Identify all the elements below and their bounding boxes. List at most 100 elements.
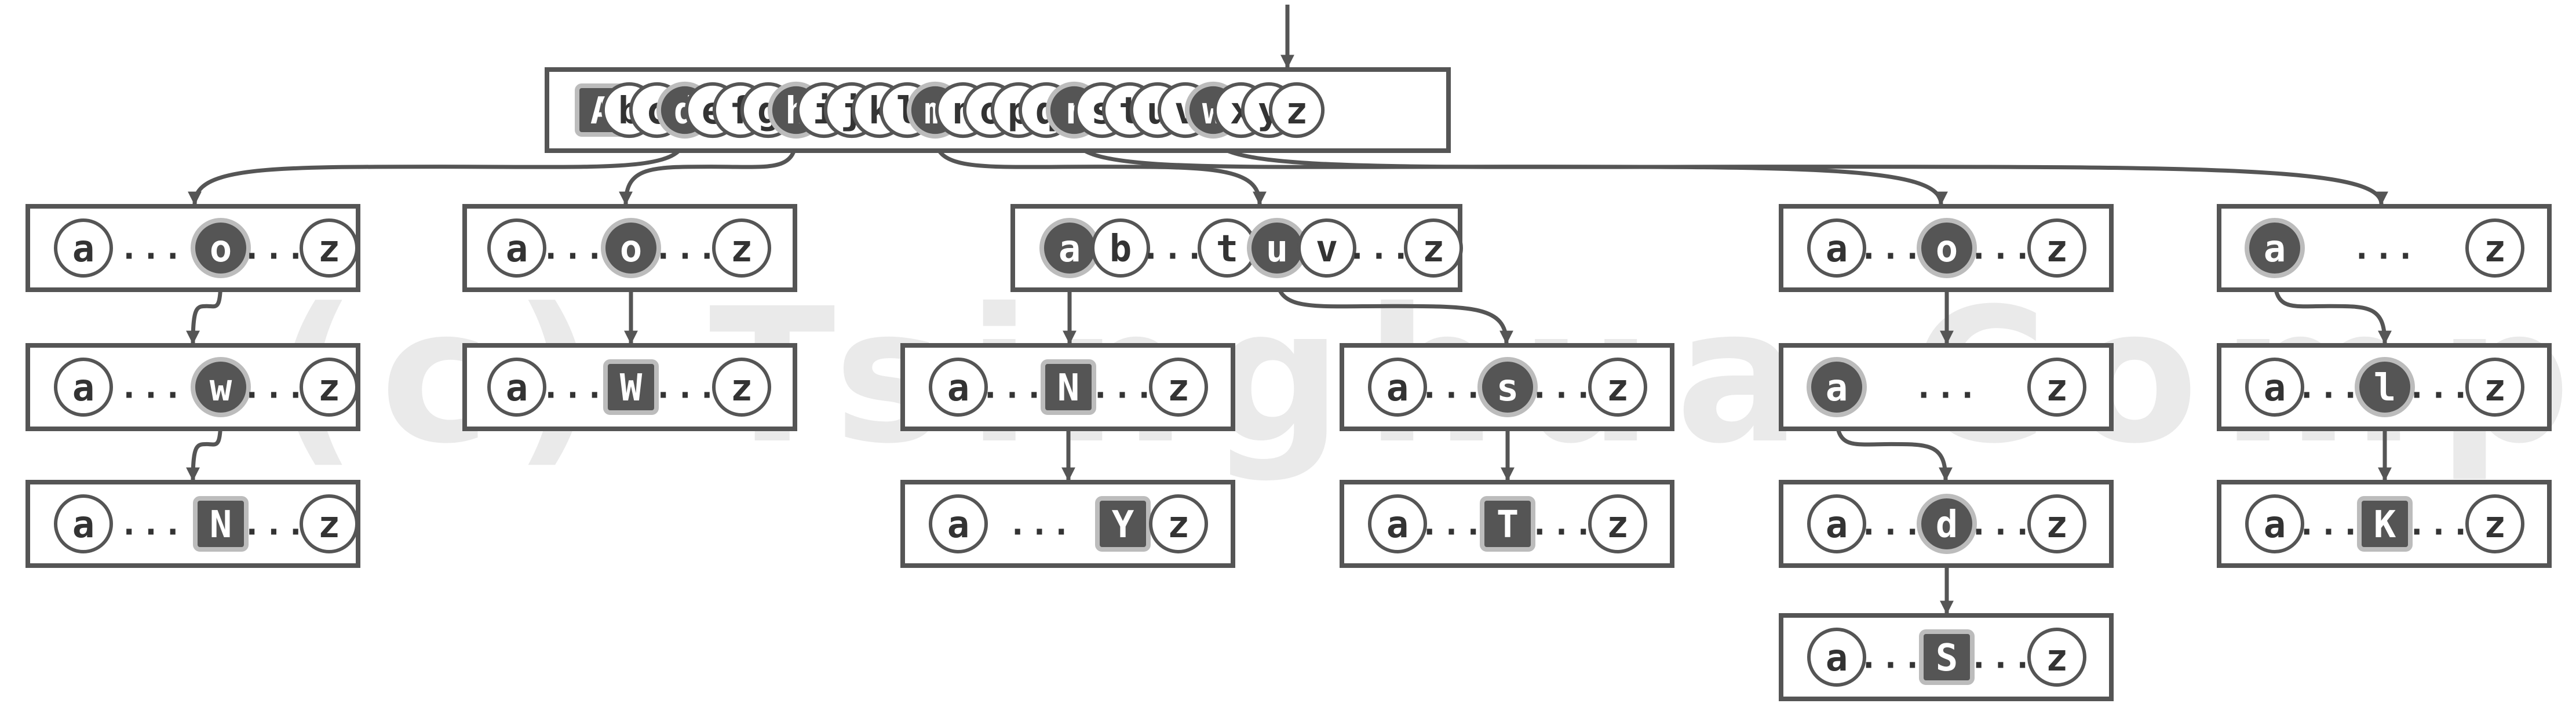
- slot-a: [929, 494, 988, 553]
- slot-label: o: [620, 228, 643, 271]
- slot-ellipsis: ...: [980, 369, 1046, 406]
- slot-ellipsis: ...: [1969, 229, 2034, 267]
- slot-used-s: [1477, 357, 1538, 417]
- slot-label: a: [947, 504, 970, 546]
- slot-ellipsis: ...: [1420, 369, 1485, 406]
- slot-ellipsis: ...: [1859, 639, 1924, 676]
- slot-label: N: [210, 504, 232, 546]
- slot-ellipsis: ...: [1090, 369, 1156, 406]
- slot-a: [2245, 358, 2304, 417]
- slot-a: [2245, 494, 2304, 553]
- slot-label: v: [1316, 228, 1338, 271]
- slot-label: z: [1607, 367, 1629, 410]
- slot-ellipsis: ...: [242, 369, 308, 406]
- slot-terminal-N: [193, 496, 249, 552]
- slot-ellipsis: ...: [1914, 369, 1979, 406]
- slot-label: z: [2046, 637, 2068, 680]
- edge-root-w-to-w1: [1211, 136, 2388, 206]
- slot-label: a: [72, 504, 95, 546]
- slot-used-o: [191, 218, 251, 278]
- edge-root-h-to-h1: [619, 136, 798, 206]
- slot-z: [1588, 494, 1647, 553]
- slot-ellipsis: ...: [2407, 505, 2472, 543]
- slot-a: [1368, 358, 1427, 417]
- trie-node-d1: a...o...z: [25, 204, 360, 292]
- slot-z: [2027, 358, 2086, 417]
- trie-node-ma2: a...N...z: [900, 343, 1235, 431]
- trie-node-d3: a...N...z: [25, 480, 360, 568]
- trie-node-mu3: a...T...z: [1340, 480, 1674, 568]
- slot-z: [300, 494, 359, 553]
- slot-z: [300, 358, 359, 417]
- edge-root-d-to-d1: [188, 136, 687, 206]
- slot-used-a: [2245, 218, 2305, 278]
- slot-a: [1807, 494, 1866, 553]
- slot-terminal-W: [603, 359, 659, 415]
- slot-z: [1149, 494, 1208, 553]
- slot-z: [2027, 218, 2086, 278]
- slot-ellipsis: ...: [541, 229, 607, 267]
- slot-used-w: [191, 357, 251, 417]
- slot-z: [2465, 218, 2524, 278]
- trie-node-r2: a...z: [1779, 343, 2114, 431]
- slot-ellipsis: ...: [119, 505, 185, 543]
- slot-ellipsis: ...: [1969, 505, 2034, 543]
- slot-z: [1149, 358, 1208, 417]
- trie-node-w3: a...K...z: [2217, 480, 2552, 568]
- slot-label: a: [72, 228, 95, 271]
- slot-label: z: [318, 367, 341, 410]
- slot-terminal-S: [1919, 629, 1975, 685]
- slot-z: [1404, 218, 1463, 278]
- trie-root-node: Abcdefghijklmnopqrstuvwxyz: [545, 67, 1451, 153]
- slot-label: a: [1386, 504, 1409, 546]
- slot-z: [1268, 82, 1325, 139]
- edge-r2-a-to-r3: [1834, 414, 1953, 482]
- slot-ellipsis: ...: [2297, 369, 2362, 406]
- slot-ellipsis: ...: [1530, 505, 1595, 543]
- edge-root-m-to-m1: [933, 136, 1267, 206]
- slot-ellipsis: ...: [242, 505, 308, 543]
- slot-label: a: [506, 367, 528, 410]
- slot-label: z: [2484, 504, 2506, 546]
- slot-z: [2465, 494, 2524, 553]
- trie-node-mu2: a...s...z: [1340, 343, 1674, 431]
- slot-label: z: [1422, 228, 1445, 271]
- slot-label: z: [1286, 90, 1308, 133]
- slot-label: a: [2264, 504, 2286, 546]
- slot-label: a: [1386, 367, 1409, 410]
- slot-label: z: [1167, 367, 1190, 410]
- slot-label: z: [1607, 504, 1629, 546]
- trie-node-w1: a...z: [2217, 204, 2552, 292]
- slot-ellipsis: ...: [1347, 229, 1413, 267]
- slot-label: N: [1057, 367, 1080, 410]
- slot-used-a: [1807, 357, 1867, 417]
- slot-label: a: [1826, 637, 1848, 680]
- slot-label: d: [1936, 504, 1958, 546]
- trie-node-h2: a...W...z: [462, 343, 797, 431]
- slot-ellipsis: ...: [1420, 505, 1485, 543]
- slot-terminal-N: [1041, 359, 1096, 415]
- slot-z: [1588, 358, 1647, 417]
- slot-b: [1091, 218, 1150, 278]
- slot-label: l: [2374, 367, 2396, 410]
- slot-label: S: [1936, 637, 1958, 680]
- slot-label: a: [1059, 228, 1081, 271]
- slot-label: o: [1936, 228, 1958, 271]
- slot-terminal-Y: [1095, 496, 1151, 552]
- slot-terminal-K: [2357, 496, 2413, 552]
- slot-ellipsis: ...: [2352, 229, 2417, 267]
- slot-z: [712, 358, 771, 417]
- slot-ellipsis: ...: [119, 229, 185, 267]
- slot-z: [2465, 358, 2524, 417]
- slot-label: s: [1497, 367, 1519, 410]
- slot-a: [1807, 218, 1866, 278]
- slot-ellipsis: ...: [1141, 229, 1206, 267]
- slot-used-o: [1917, 218, 1977, 278]
- slot-ellipsis: ...: [654, 369, 719, 406]
- slot-label: a: [72, 367, 95, 410]
- slot-z: [2027, 494, 2086, 553]
- slot-label: z: [2484, 228, 2506, 271]
- slot-ellipsis: ...: [1969, 639, 2034, 676]
